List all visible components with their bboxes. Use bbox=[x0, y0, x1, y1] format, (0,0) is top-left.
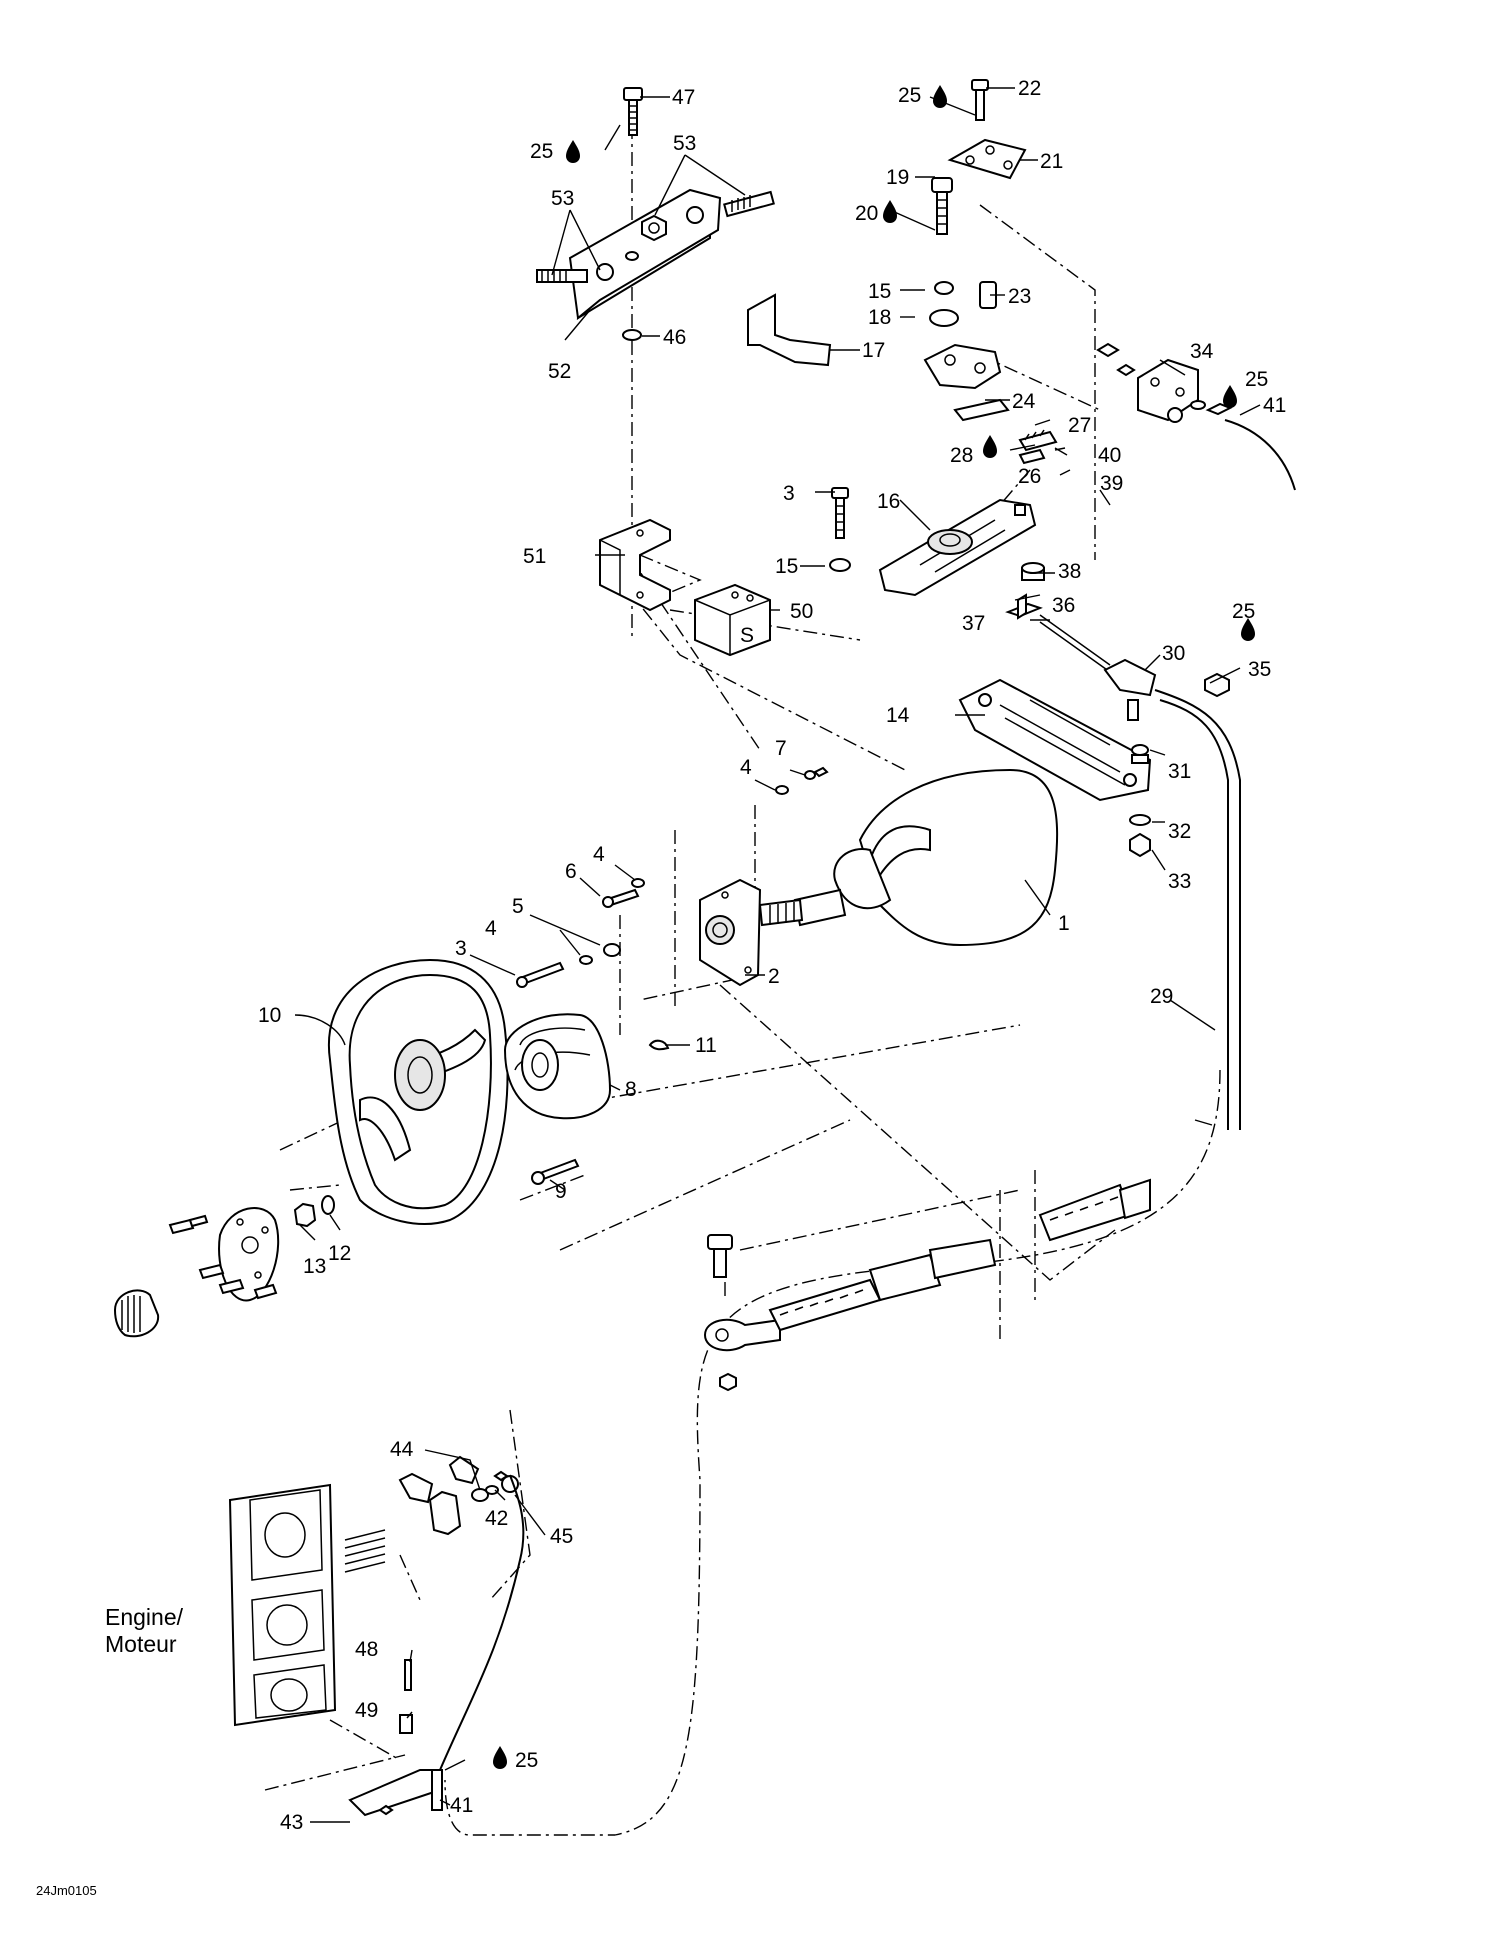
label-part-31: 31 bbox=[1168, 760, 1191, 783]
part-labels: 47 25 53 53 52 46 25 22 21 19 20 15 23 1… bbox=[36, 77, 1286, 1898]
label-part-5: 5 bbox=[512, 895, 524, 918]
label-part-23: 23 bbox=[1008, 285, 1031, 308]
label-part-38: 38 bbox=[1058, 560, 1081, 583]
label-part-24: 24 bbox=[1012, 390, 1036, 413]
label-part-4a: 4 bbox=[740, 756, 752, 779]
leader-lines bbox=[294, 87, 1261, 1823]
label-part-47: 47 bbox=[672, 86, 695, 109]
label-part-44: 44 bbox=[390, 1438, 414, 1461]
label-part-53b: 53 bbox=[551, 187, 574, 210]
label-part-22: 22 bbox=[1018, 77, 1041, 100]
label-part-8: 8 bbox=[625, 1078, 637, 1101]
oil-drop-icon bbox=[1241, 618, 1255, 641]
label-part-26: 26 bbox=[1018, 465, 1041, 488]
hub-bolts bbox=[168, 1214, 278, 1300]
label-part-21: 21 bbox=[1040, 150, 1063, 173]
upper-support-assembly bbox=[747, 79, 1296, 491]
label-part-18: 18 bbox=[868, 306, 891, 329]
lubricant-icons bbox=[493, 85, 1255, 1769]
label-part-51: 51 bbox=[523, 545, 546, 568]
label-part-32: 32 bbox=[1168, 820, 1191, 843]
lower-cable-and-engine bbox=[228, 1178, 1151, 1817]
label-part-9: 9 bbox=[555, 1180, 567, 1203]
label-part-43: 43 bbox=[280, 1811, 303, 1834]
label-part-3b: 3 bbox=[455, 937, 467, 960]
label-part-45: 45 bbox=[550, 1525, 573, 1548]
label-part-36: 36 bbox=[1052, 594, 1075, 617]
label-part-7: 7 bbox=[775, 737, 787, 760]
label-part-50: 50 bbox=[790, 600, 813, 623]
label-part-46: 46 bbox=[663, 326, 686, 349]
label-part-33: 33 bbox=[1168, 870, 1191, 893]
oil-drop-icon bbox=[493, 1746, 507, 1769]
label-part-15a: 15 bbox=[868, 280, 891, 303]
helm-unit bbox=[699, 768, 1059, 987]
label-part-14: 14 bbox=[886, 704, 910, 727]
label-part-28: 28 bbox=[950, 444, 973, 467]
drawing-code: 24Jm0105 bbox=[36, 1883, 97, 1898]
label-part-16: 16 bbox=[877, 490, 900, 513]
oil-drop-icon bbox=[983, 435, 997, 458]
oil-drop-icon bbox=[933, 85, 947, 108]
label-part-37: 37 bbox=[962, 612, 985, 635]
label-part-11: 11 bbox=[695, 1034, 717, 1057]
label-part-35: 35 bbox=[1248, 658, 1271, 681]
label-part-15b: 15 bbox=[775, 555, 798, 578]
label-part-6: 6 bbox=[565, 860, 577, 883]
label-part-1: 1 bbox=[1058, 912, 1070, 935]
label-part-41a: 41 bbox=[1263, 394, 1286, 417]
label-part-4b: 4 bbox=[593, 843, 605, 866]
label-part-25d: 25 bbox=[1232, 600, 1255, 623]
label-part-30: 30 bbox=[1162, 642, 1185, 665]
steering-wheel-assembly bbox=[113, 958, 670, 1338]
upper-bracket-assembly bbox=[536, 87, 775, 341]
engine-label-line1: Engine/ bbox=[105, 1604, 184, 1630]
label-part-40: 40 bbox=[1098, 444, 1121, 467]
helm-mount-brackets bbox=[829, 487, 1152, 858]
label-part-4c: 4 bbox=[485, 917, 497, 940]
oil-drop-icon bbox=[883, 200, 897, 223]
oil-drop-icon bbox=[1223, 385, 1237, 408]
label-part-52: 52 bbox=[548, 360, 571, 383]
label-part-25c: 25 bbox=[1245, 368, 1268, 391]
label-part-53a: 53 bbox=[673, 132, 696, 155]
label-part-25a: 25 bbox=[530, 140, 553, 163]
label-part-25e: 25 bbox=[515, 1749, 538, 1772]
clamp-bracket-and-block: S bbox=[599, 518, 771, 657]
label-part-41b: 41 bbox=[450, 1794, 473, 1817]
label-part-34: 34 bbox=[1190, 340, 1214, 363]
label-part-10: 10 bbox=[258, 1004, 281, 1027]
label-part-25b: 25 bbox=[898, 84, 921, 107]
label-part-3a: 3 bbox=[783, 482, 795, 505]
label-part-19: 19 bbox=[886, 166, 909, 189]
label-part-49: 49 bbox=[355, 1699, 378, 1722]
label-part-13: 13 bbox=[303, 1255, 326, 1278]
label-part-27: 27 bbox=[1068, 414, 1091, 437]
small-hardware bbox=[516, 766, 829, 988]
label-part-39: 39 bbox=[1100, 472, 1123, 495]
block-letter: S bbox=[740, 624, 754, 647]
engine-label-line2: Moteur bbox=[105, 1631, 177, 1657]
label-part-29: 29 bbox=[1150, 985, 1173, 1008]
oil-drop-icon bbox=[566, 140, 580, 163]
label-part-12: 12 bbox=[328, 1242, 351, 1265]
label-part-2: 2 bbox=[768, 965, 780, 988]
label-part-42: 42 bbox=[485, 1507, 508, 1530]
label-part-20: 20 bbox=[855, 202, 878, 225]
cable-fittings bbox=[1005, 593, 1241, 1130]
label-part-17: 17 bbox=[862, 339, 885, 362]
label-part-48: 48 bbox=[355, 1638, 378, 1661]
